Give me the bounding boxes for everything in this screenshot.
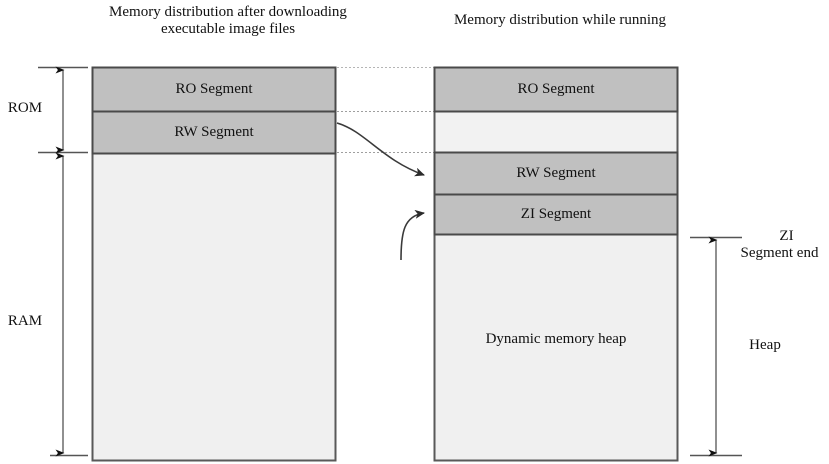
rom-ram-measure-axis [38, 66, 88, 457]
right-ro-segment-rect [433, 66, 679, 113]
curved-arrow-zi [400, 209, 425, 261]
right-zi-segment-label: ZI Segment [520, 206, 592, 222]
right-rw-segment-label: RW Segment [516, 165, 596, 181]
right-memory-box [433, 66, 679, 462]
dotted-connector-lines [337, 67, 434, 153]
left-panel-title: Memory distribution after downloading ex… [109, 4, 347, 37]
left-rw-segment-rect [91, 110, 337, 155]
left-rw-segment-label: RW Segment [174, 124, 254, 140]
curved-arrow-rw [336, 122, 425, 177]
ram-axis-label: RAM [7, 313, 43, 329]
rom-axis-label: ROM [7, 100, 43, 116]
right-heap-label: Dynamic memory heap [485, 331, 627, 347]
transfer-arrows [336, 122, 425, 261]
zi-segment-end-label-line1: ZI [779, 228, 794, 244]
left-ro-segment-label: RO Segment [175, 81, 253, 97]
heap-axis-label: Heap [749, 337, 781, 353]
zi-segment-end-label-line2: Segment end [740, 245, 819, 261]
right-gap-region [433, 110, 679, 154]
left-memory-box [91, 66, 337, 462]
left-free-region [91, 152, 337, 462]
right-ro-segment-label: RO Segment [517, 81, 595, 97]
right-zi-segment-rect [433, 193, 679, 236]
heap-measure-axis [690, 236, 742, 457]
right-rw-segment-rect [433, 151, 679, 196]
right-panel-title: Memory distribution while running [453, 12, 667, 28]
right-heap-region [433, 233, 679, 462]
